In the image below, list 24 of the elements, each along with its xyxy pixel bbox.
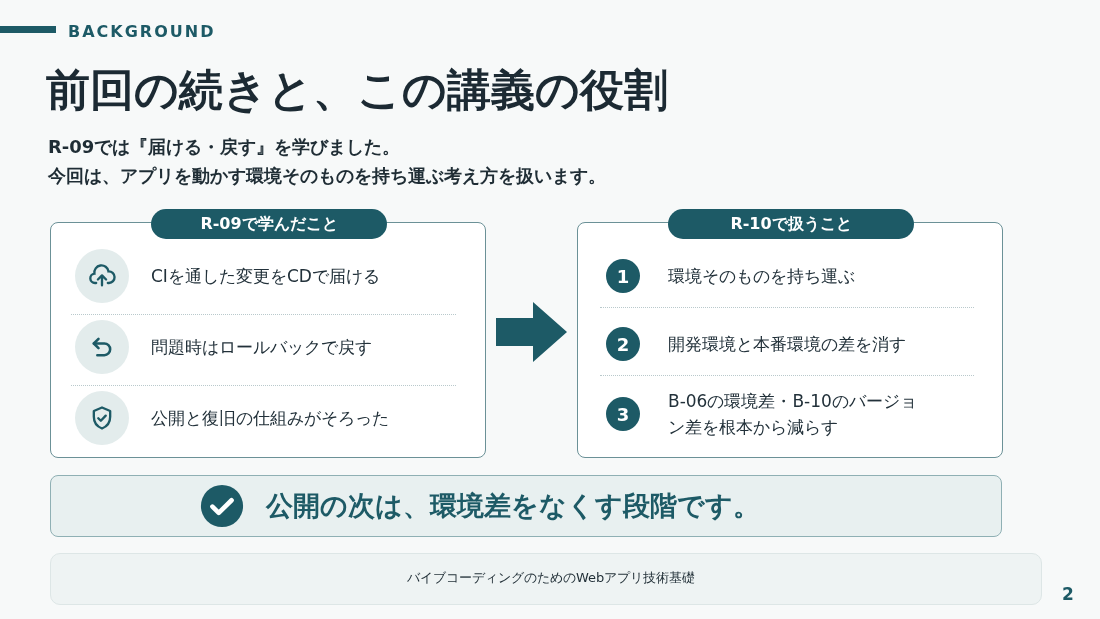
- number-badge: 1: [606, 259, 640, 293]
- item-text: 公開と復旧の仕組みがそろった: [151, 407, 390, 430]
- icon-circle: [75, 320, 129, 374]
- section-label: BACKGROUND: [68, 21, 216, 43]
- item-text: B-06の環境差・B-10のバージョン差を根本から減らす: [668, 390, 918, 439]
- number-badge: 2: [606, 327, 640, 361]
- footer-bar: [50, 553, 1042, 605]
- heading-pill: R-09で学んだこと: [151, 209, 387, 239]
- item-text: 問題時はロールバックで戻す: [151, 336, 373, 359]
- number-badge: 3: [606, 397, 640, 431]
- item-text: 開発環境と本番環境の差を消す: [668, 333, 907, 356]
- heading-pill: R-10で扱うこと: [668, 209, 914, 239]
- course-subtitle: バイブコーディングのためのWebアプリ技術基礎: [407, 569, 696, 587]
- intro-text: 今回は、アプリを動かす環境そのものを持ち運ぶ考え方を扱います。: [48, 164, 606, 188]
- slide-title: 前回の続きと、この講義の役割: [46, 63, 668, 117]
- item-text: CIを通した変更をCDで届ける: [151, 265, 381, 288]
- block-arrow: [496, 302, 567, 362]
- page-number: 2: [1062, 583, 1074, 606]
- summary-banner: [50, 475, 1002, 537]
- summary-text: 公開の次は、環境差をなくす段階です。: [266, 489, 760, 523]
- icon-circle: [75, 391, 129, 445]
- item-text: 環境そのものを持ち運ぶ: [668, 265, 856, 288]
- intro-text: R-09では『届ける・戻す』を学びました。: [48, 135, 401, 159]
- icon-circle: [75, 249, 129, 303]
